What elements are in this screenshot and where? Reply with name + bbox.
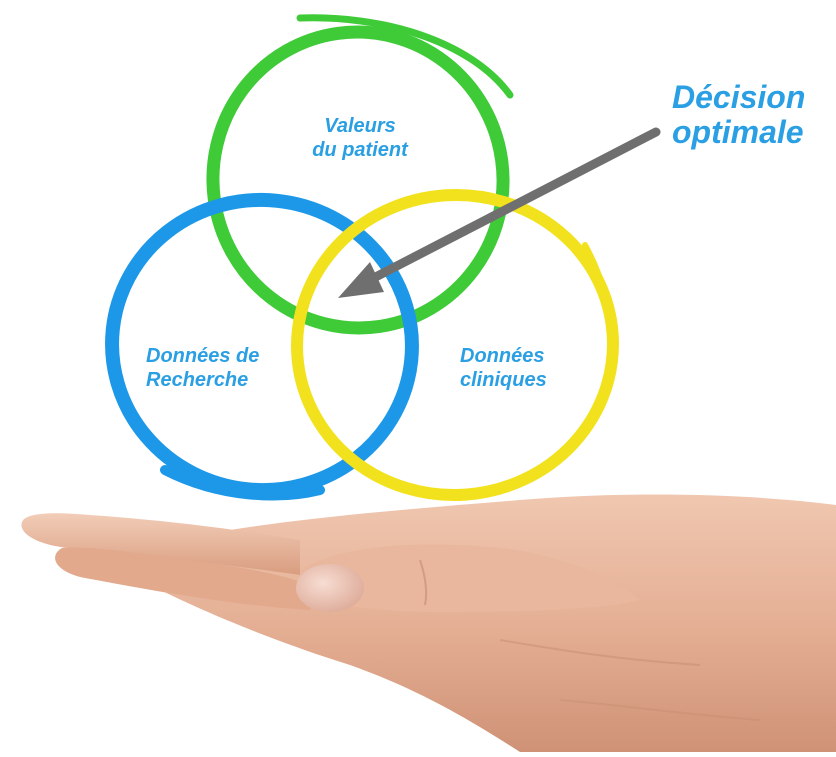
callout-line: Décision xyxy=(672,79,806,115)
label-line: Valeurs xyxy=(324,115,396,137)
label-line: cliniques xyxy=(460,369,547,391)
fingers xyxy=(21,513,300,575)
callout-line: optimale xyxy=(672,114,804,151)
label-patient-values: Valeurs du patient xyxy=(300,114,420,162)
finger-lower xyxy=(55,547,321,610)
circle-research-data xyxy=(105,192,419,501)
label-line: Données de xyxy=(146,345,260,367)
hand-illustration xyxy=(21,494,836,752)
label-clinical-data: Données cliniques xyxy=(460,344,590,392)
circle-clinical-data xyxy=(291,188,619,502)
circle-patient-values xyxy=(206,14,514,335)
thumbnail xyxy=(296,564,364,612)
label-line: du patient xyxy=(312,139,408,161)
palm xyxy=(150,494,836,752)
callout-optimal-decision: Décision optimale xyxy=(672,79,832,151)
label-research-data: Données de Recherche xyxy=(146,344,296,392)
label-line: Données xyxy=(460,345,545,367)
thumb xyxy=(300,544,640,612)
arrow-to-intersection xyxy=(338,127,661,298)
label-line: Recherche xyxy=(146,369,249,391)
venn-circles xyxy=(105,14,619,502)
